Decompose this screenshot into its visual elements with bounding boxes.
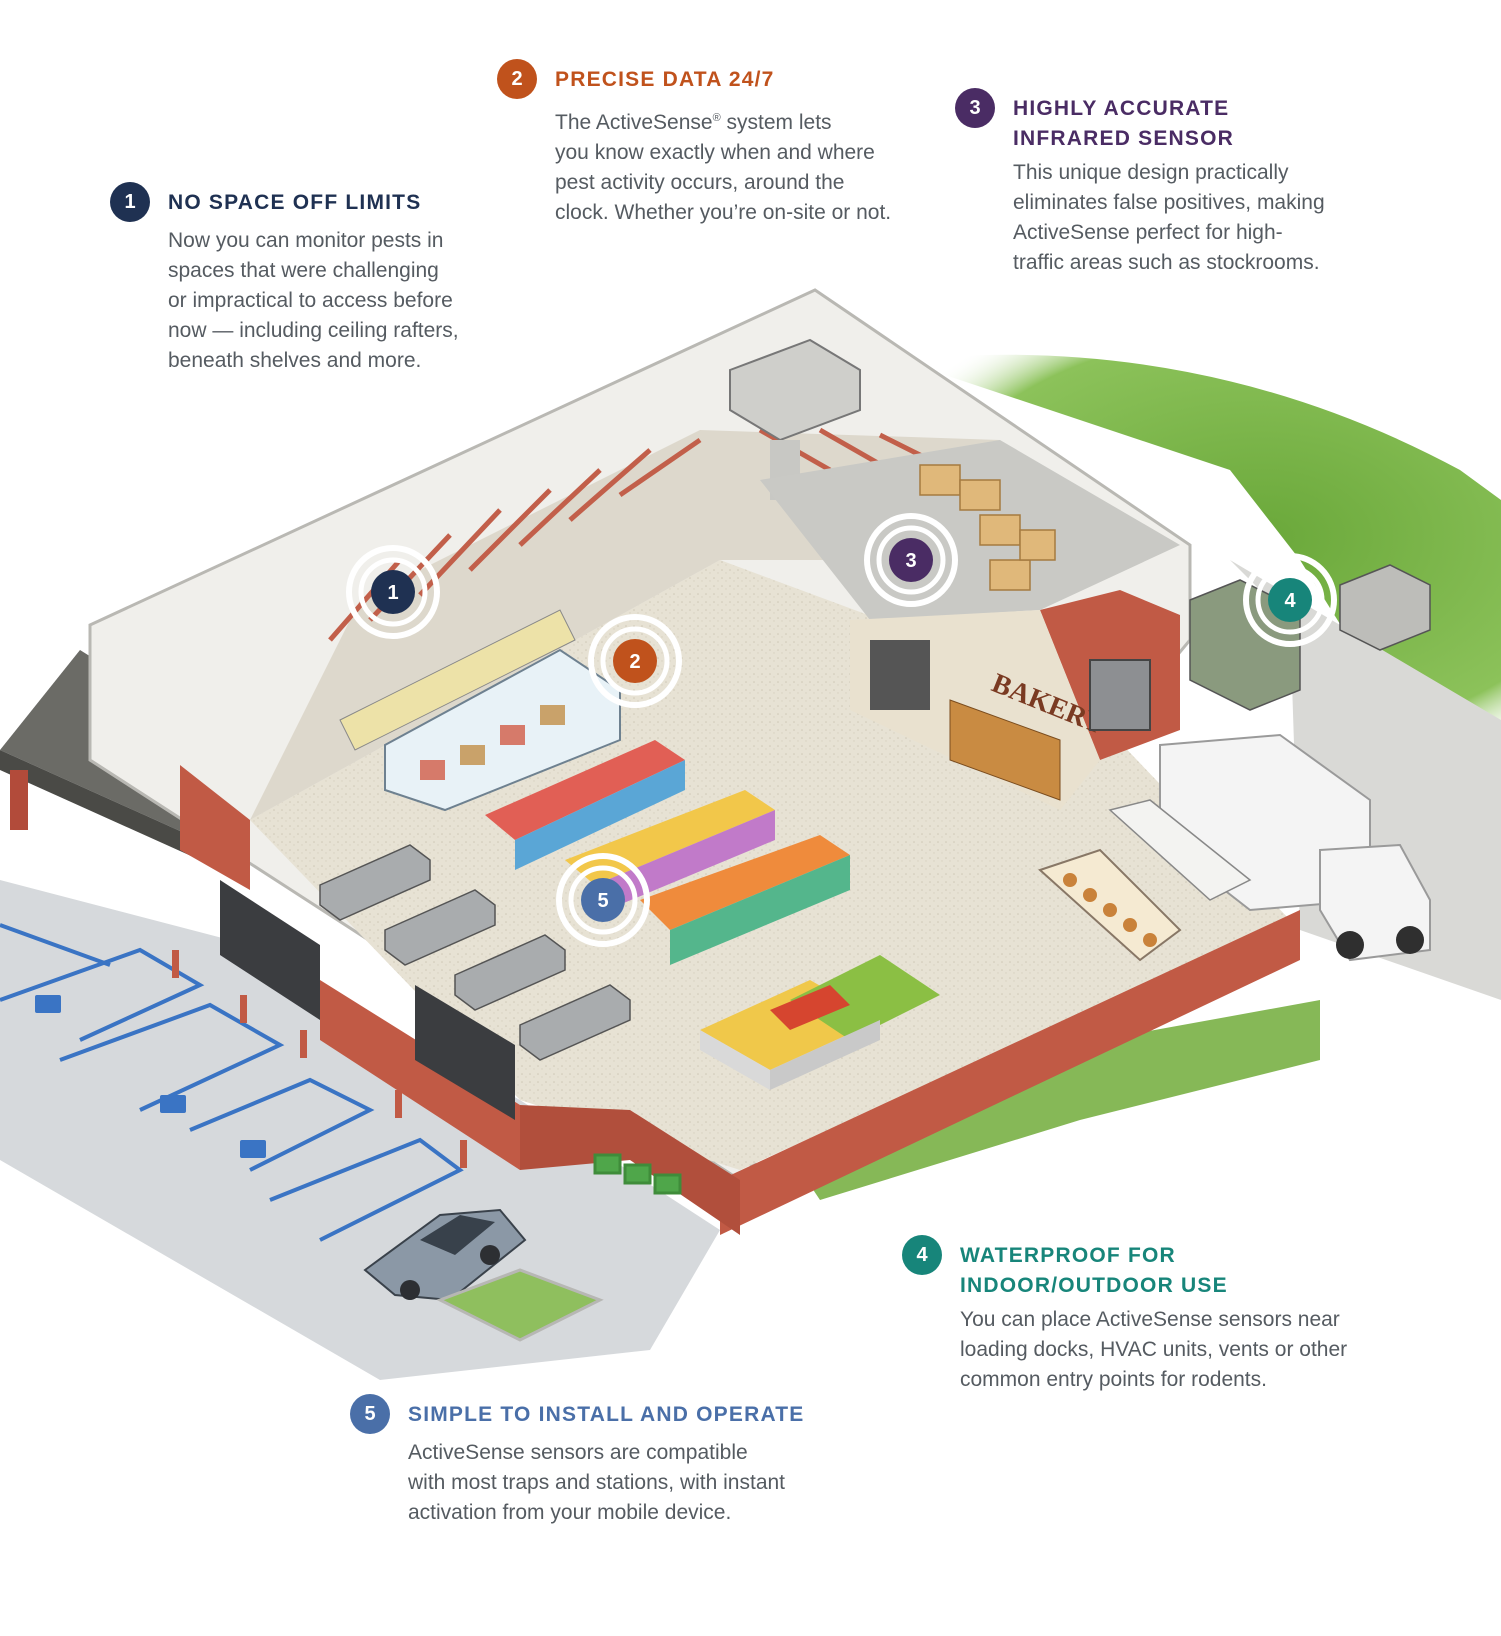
sensor-marker-1-label: 1 <box>387 582 398 604</box>
stockroom <box>760 440 1180 620</box>
wall-coolers <box>339 609 576 751</box>
deli-items <box>1063 873 1157 947</box>
entry-notch-wall <box>520 1105 740 1235</box>
sensor-marker-2: 2 <box>588 614 682 708</box>
front-wall-lower <box>320 980 520 1170</box>
callout-4-number-badge: 4 <box>902 1235 942 1275</box>
stock-boxes <box>919 464 1056 591</box>
accessible-parking-icons <box>35 995 266 1158</box>
callout-5: 5 SIMPLE TO INSTALL AND OPERATE ActiveSe… <box>350 1394 805 1528</box>
callout-4-title: WATERPROOF FOR INDOOR/OUTDOOR USE <box>960 1244 1228 1297</box>
sensor-marker-5-label: 5 <box>597 890 608 912</box>
sensor-marker-3: 3 <box>864 513 958 607</box>
sensor-marker-1: 1 <box>346 545 440 639</box>
callout-5-number-badge: 5 <box>350 1394 390 1434</box>
callout-1-number-badge: 1 <box>110 182 150 222</box>
callout-2: 2 PRECISE DATA 24/7 The ActiveSense® sys… <box>497 59 892 228</box>
sensor-marker-1-dot <box>371 570 415 614</box>
callout-5-title: SIMPLE TO INSTALL AND OPERATE <box>408 1403 805 1426</box>
callout-1-title: NO SPACE OFF LIMITS <box>168 191 422 214</box>
right-wall <box>720 910 1300 1235</box>
prep-counter <box>1108 799 1252 901</box>
checkout-lanes <box>319 844 631 1061</box>
bollards <box>172 950 467 1168</box>
callout-3-title: HIGHLY ACCURATE INFRARED SENSOR <box>1013 97 1235 150</box>
lower-grass-strip <box>800 1000 1320 1200</box>
sensor-marker-4: 4 <box>1243 553 1337 647</box>
parking-stalls <box>0 923 464 1242</box>
parked-car <box>363 1208 527 1302</box>
freezer-products <box>420 705 565 780</box>
callout-3: 3 HIGHLY ACCURATE INFRARED SENSOR This u… <box>955 88 1325 278</box>
parking-lot <box>0 880 720 1380</box>
loading-dock-door <box>1089 659 1151 731</box>
entrance-doors <box>220 880 515 1120</box>
callout-3-number-badge: 3 <box>955 88 995 128</box>
callout-2-title: PRECISE DATA 24/7 <box>555 68 775 91</box>
callout-3-body: This unique design practically eliminate… <box>1013 161 1325 274</box>
callout-4-body: You can place ActiveSense sensors near l… <box>960 1308 1348 1391</box>
callout-2-body: The ActiveSense® system lets you know ex… <box>555 111 892 224</box>
callout-1-body: Now you can monitor pests in spaces that… <box>168 229 459 372</box>
callout-1: 1 NO SPACE OFF LIMITS Now you can monito… <box>110 182 459 376</box>
produce-stands <box>700 955 940 1090</box>
grocery-aisles <box>485 740 850 965</box>
back-doors <box>870 640 930 710</box>
curb-island <box>436 1268 604 1342</box>
shopping-carts <box>593 1153 682 1195</box>
callout-4: 4 WATERPROOF FOR INDOOR/OUTDOOR USE You … <box>902 1235 1348 1395</box>
callout-2-number-badge: 2 <box>497 59 537 99</box>
sensor-marker-3-label: 3 <box>905 550 916 572</box>
front-wall <box>180 765 250 890</box>
bakery-shelves <box>949 699 1061 801</box>
sensor-marker-2-label: 2 <box>629 651 640 673</box>
callout-5-body: ActiveSense sensors are compatible with … <box>408 1441 786 1524</box>
sensor-marker-4-label: 4 <box>1284 590 1296 612</box>
sensor-marker-5: 5 <box>556 853 650 947</box>
